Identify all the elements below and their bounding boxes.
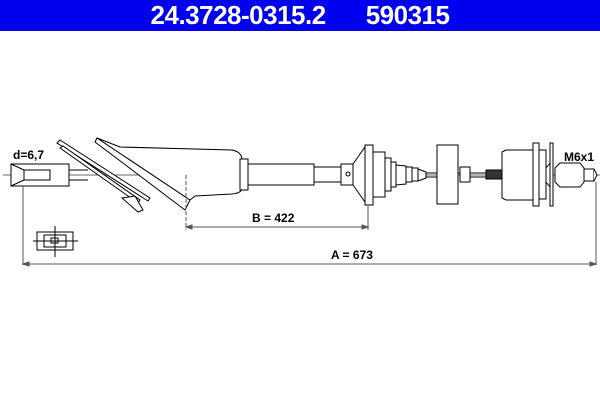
cross-section-symbol — [33, 226, 78, 257]
dimension-a-label: A = 673 — [331, 248, 373, 262]
adjuster-block — [436, 144, 503, 205]
end-fitting-left — [10, 163, 88, 265]
dimension-b-label: B = 422 — [252, 211, 295, 225]
dimension-b — [184, 175, 370, 230]
thread-label: M6x1 — [564, 150, 595, 164]
dimension-a — [21, 261, 598, 267]
part-number: 24.3728-0315.2 — [150, 0, 327, 30]
angled-bracket — [56, 137, 243, 213]
title-bar: 24.3728-0315.2 590315 — [0, 0, 600, 31]
diameter-label: d=6,7 — [13, 148, 45, 162]
end-fitting-right — [501, 142, 598, 265]
cable-sleeve — [239, 144, 427, 206]
reference-number: 590315 — [365, 0, 450, 30]
